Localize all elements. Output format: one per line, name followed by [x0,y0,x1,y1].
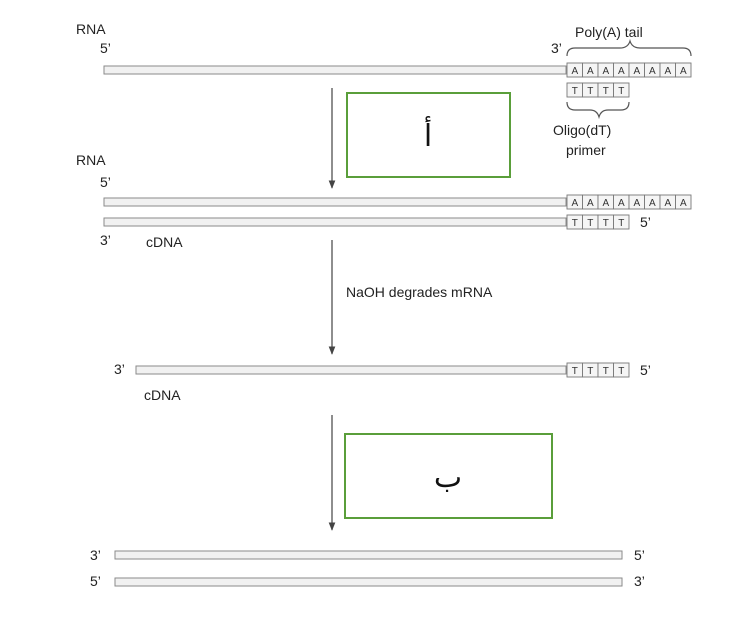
svg-text:A: A [649,198,656,209]
svg-text:A: A [633,66,640,77]
oligo-dt-cells-3: T T T T [566,362,630,378]
svg-text:T: T [572,86,578,97]
svg-text:A: A [680,198,687,209]
poly-a-tail-label: Poly(A) tail [575,24,643,40]
step-b-label: ب [434,460,462,495]
svg-text:A: A [664,66,671,77]
step-b-box [344,433,553,519]
svg-text:A: A [649,66,656,77]
svg-text:A: A [571,66,578,77]
svg-text:T: T [618,86,624,97]
poly-a-brace [566,38,692,57]
ds-bottom-5prime-label: 5’ [90,573,101,589]
rna-5prime-label-1: 5’ [100,40,111,56]
ds-cdna-top-strand [114,550,623,560]
ds-top-3prime-label: 3’ [90,547,101,563]
svg-text:T: T [572,366,578,377]
mrna-strand-2 [103,197,567,207]
cdna-3prime-label-2: 3’ [100,232,111,248]
ds-cdna-bottom-strand [114,577,623,587]
step-a-box [346,92,511,178]
rna-5prime-label-2: 5’ [100,174,111,190]
rna-label-1: RNA [76,21,106,37]
svg-text:A: A [602,198,609,209]
svg-text:T: T [587,366,593,377]
oligo-dt-cells-2: T T T T [566,214,630,230]
oligo-dt-label: Oligo(dT) [553,122,611,138]
oligo-dt-cells-1: T T T T [566,82,630,98]
svg-text:A: A [680,66,687,77]
svg-text:A: A [587,66,594,77]
svg-text:A: A [618,66,625,77]
svg-text:T: T [618,366,624,377]
mrna-strand-1 [103,65,567,75]
cdna-5prime-label-3: 5’ [640,362,651,378]
svg-text:T: T [572,218,578,229]
step-a-label: أ [424,115,432,154]
svg-text:T: T [587,218,593,229]
poly-a-cells-1: A A A A A A A A [566,62,692,78]
ds-bottom-3prime-label: 3’ [634,573,645,589]
cdna-3prime-label-3: 3’ [114,361,125,377]
svg-text:A: A [633,198,640,209]
rna-3prime-label-1: 3’ [551,40,562,56]
svg-text:A: A [618,198,625,209]
primer-label: primer [566,142,606,158]
svg-text:A: A [587,198,594,209]
svg-text:A: A [571,198,578,209]
svg-text:T: T [603,366,609,377]
svg-text:T: T [603,218,609,229]
svg-text:A: A [602,66,609,77]
cdna-label-2: cDNA [146,234,183,250]
cdna-5prime-label-2: 5’ [640,214,651,230]
svg-text:T: T [603,86,609,97]
svg-text:A: A [664,198,671,209]
svg-text:T: T [618,218,624,229]
poly-a-cells-2: A A A A A A A A [566,194,692,210]
svg-text:T: T [587,86,593,97]
rna-label-2: RNA [76,152,106,168]
cdna-label-3: cDNA [144,387,181,403]
oligo-dt-brace [566,101,630,120]
cdna-strand-2 [103,217,567,227]
naoh-label: NaOH degrades mRNA [346,284,493,300]
ds-top-5prime-label: 5’ [634,547,645,563]
cdna-strand-3 [135,365,567,375]
